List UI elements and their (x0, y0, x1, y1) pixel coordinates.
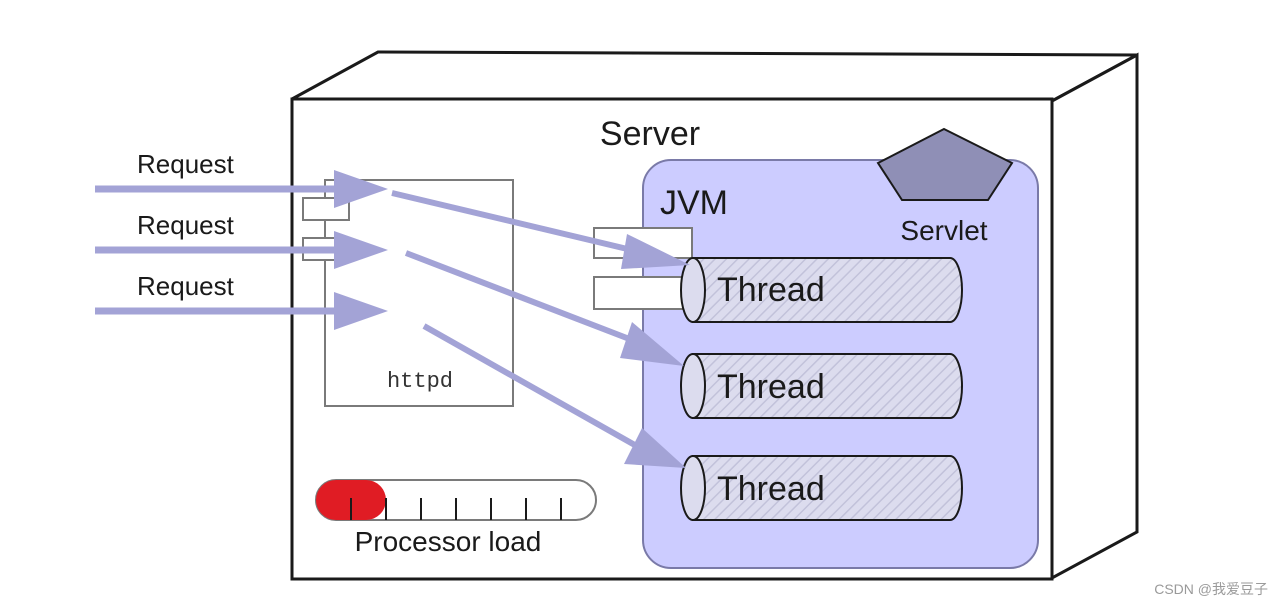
server-label: Server (600, 115, 700, 153)
httpd-process: httpd (302, 179, 514, 407)
thread-cylinder-2: Thread (680, 353, 963, 419)
server-box-side (1050, 52, 1139, 581)
dispatch-arrow-1 (391, 190, 641, 255)
dispatch-arrow-3 (422, 323, 642, 451)
thread-label-3: Thread (717, 470, 825, 508)
thread-label-2: Thread (717, 368, 825, 406)
processor-load-meter: Processor load (315, 479, 597, 557)
dispatch-arrowhead-3 (624, 428, 686, 468)
request-label-3: Request (137, 271, 235, 301)
watermark: CSDN @我爱豆子 (1154, 581, 1268, 597)
dispatch-arrow-2 (404, 250, 634, 343)
request-arrowhead-1 (334, 170, 388, 208)
httpd-label: httpd (387, 369, 453, 394)
dispatch-arrows (391, 190, 690, 468)
thread-cylinder-1: Thread (680, 257, 963, 323)
dispatch-arrowhead-2 (620, 322, 684, 366)
request-arrowhead-2 (334, 231, 388, 269)
processor-load-ticks (350, 498, 562, 520)
thread-label-1: Thread (717, 271, 825, 309)
jvm-port-2 (593, 276, 693, 310)
jvm-label: JVM (660, 184, 728, 222)
servlet-icon (876, 127, 1014, 201)
incoming-arrows (95, 170, 388, 330)
request-label-1: Request (137, 149, 235, 179)
httpd-box (324, 179, 514, 407)
request-label-2: Request (137, 210, 235, 240)
processor-load-label: Processor load (355, 526, 542, 557)
request-arrowhead-3 (334, 292, 388, 330)
servlet-label: Servlet (900, 215, 987, 246)
dispatch-arrowhead-1 (621, 234, 690, 269)
thread-cylinder-3: Thread (680, 455, 963, 521)
server-box-top (291, 50, 1138, 103)
